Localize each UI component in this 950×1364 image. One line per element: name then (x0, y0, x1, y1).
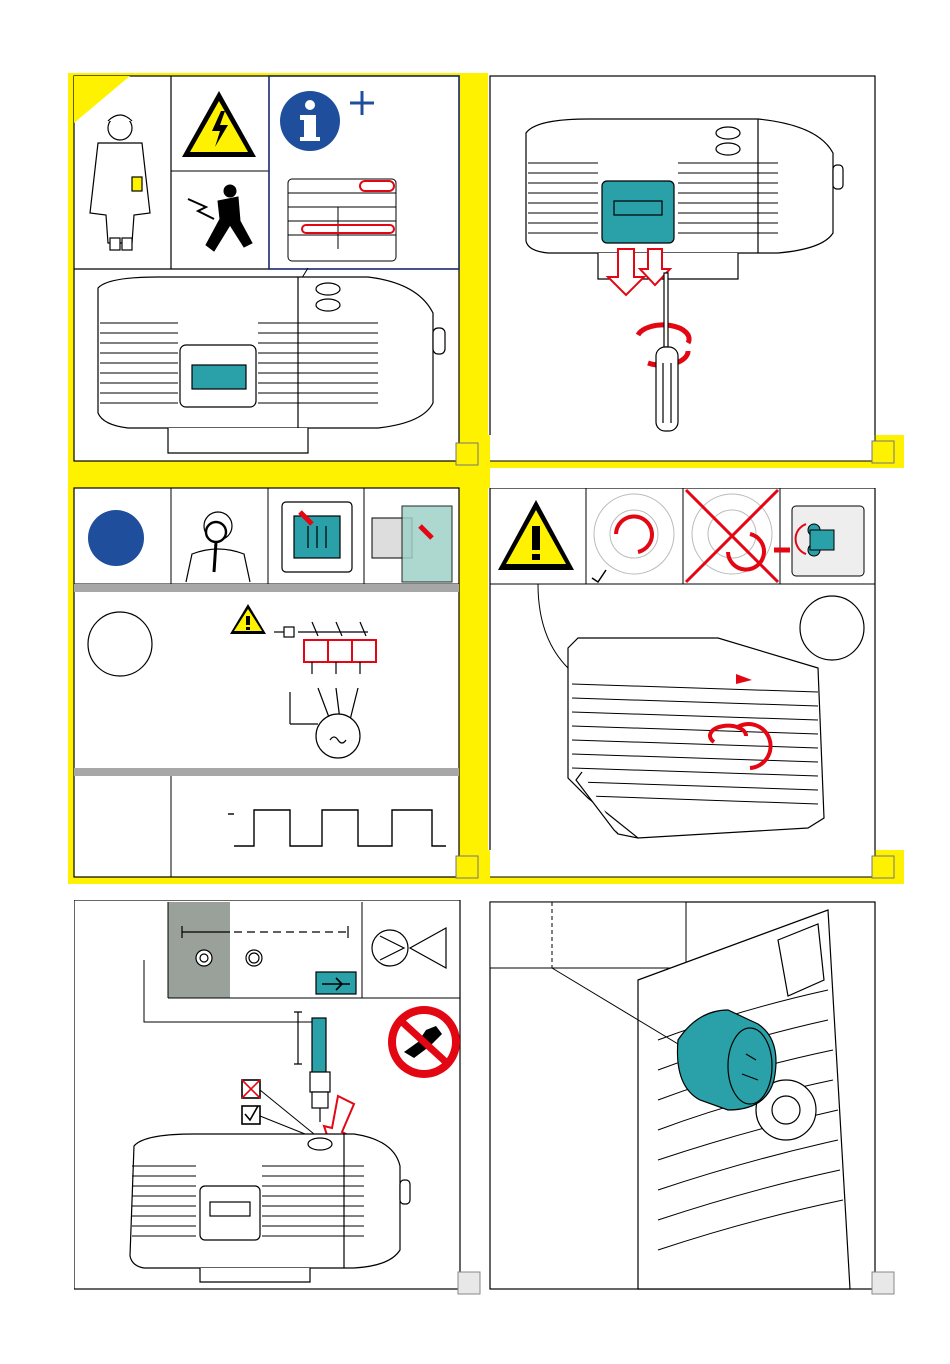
panel-cap (488, 900, 904, 1295)
circle-marker-icon (88, 612, 152, 676)
nameplate-icon (288, 179, 396, 261)
panel-safety-nameplate (68, 73, 490, 468)
panel-non-return-valve (74, 900, 484, 1295)
pump-icon (568, 638, 824, 838)
pump-icon (130, 1134, 410, 1282)
panel-rotation-check (488, 488, 904, 884)
panel-electrical-connection (68, 466, 490, 884)
switch-box-icon (282, 502, 352, 572)
no-spray-icon (388, 1006, 460, 1078)
motor-icon (316, 714, 360, 758)
blue-dot-icon (88, 510, 144, 566)
panel-remove-cover (488, 73, 904, 468)
circle-marker-icon (800, 596, 864, 660)
